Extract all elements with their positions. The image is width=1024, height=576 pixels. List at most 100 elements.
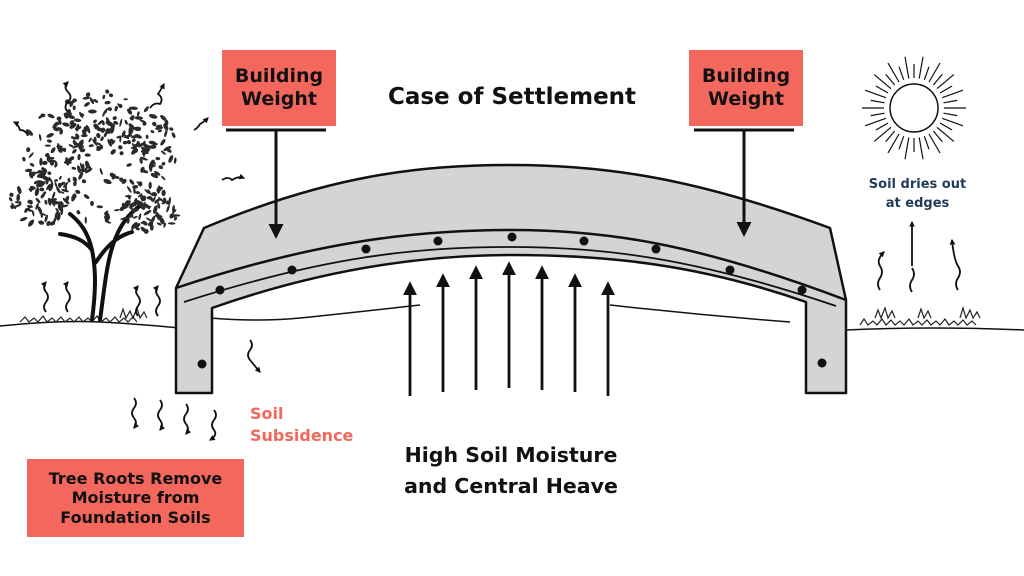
- drying-arrows: [877, 220, 961, 293]
- leaf: [31, 171, 36, 177]
- leaf: [148, 195, 155, 203]
- leaf: [153, 196, 156, 202]
- leaf: [60, 191, 65, 194]
- leaf: [75, 189, 81, 194]
- leaf: [104, 211, 111, 220]
- leaf: [110, 127, 115, 134]
- sun-ray: [936, 74, 955, 90]
- building-weight-box-right: Building Weight: [689, 50, 803, 126]
- leaf: [13, 203, 22, 208]
- leaf: [160, 115, 167, 121]
- leaf: [59, 175, 62, 180]
- sun-ray: [864, 89, 887, 99]
- leaf: [64, 114, 69, 119]
- leaf: [119, 151, 124, 156]
- leaf: [47, 197, 52, 206]
- leaf: [121, 202, 125, 208]
- leaf: [119, 135, 122, 143]
- leaf: [68, 144, 74, 148]
- leaf: [169, 213, 174, 219]
- leaf: [114, 176, 120, 179]
- leaf: [160, 139, 166, 146]
- tree-roots-label: Tree Roots Remove Moisture from Foundati…: [48, 469, 223, 527]
- leaf: [142, 220, 148, 226]
- leaf: [109, 172, 115, 178]
- leaf: [126, 186, 132, 193]
- leaf: [59, 128, 64, 135]
- leaf: [80, 134, 88, 138]
- sun-ray: [904, 56, 910, 79]
- leaf: [157, 129, 163, 133]
- up-arrow-icon: [403, 261, 615, 396]
- leaf: [164, 119, 169, 126]
- leaf: [44, 214, 48, 223]
- leaf: [39, 171, 47, 179]
- leaf: [160, 150, 166, 155]
- leaf: [119, 206, 125, 212]
- leaf: [133, 187, 136, 194]
- leaf: [157, 196, 165, 203]
- leaf: [99, 168, 103, 175]
- leaf: [44, 199, 48, 205]
- leaf: [138, 213, 142, 221]
- leaf: [35, 202, 39, 210]
- leaf: [100, 144, 103, 150]
- leaf: [136, 111, 140, 117]
- leaf: [128, 126, 133, 135]
- leaf: [127, 108, 133, 115]
- leaf: [42, 191, 47, 196]
- leaf: [126, 140, 132, 145]
- leaf: [121, 130, 126, 138]
- leaf: [163, 222, 167, 228]
- sun-ray: [928, 62, 941, 83]
- leaf: [61, 188, 69, 193]
- leaf: [106, 128, 113, 132]
- leaf: [149, 164, 156, 168]
- leaf: [26, 147, 31, 153]
- leaf: [55, 201, 63, 205]
- sun-ray: [887, 133, 900, 154]
- leaf: [48, 182, 54, 192]
- leaf: [120, 216, 129, 220]
- leaf: [14, 201, 20, 204]
- leaf: [173, 217, 178, 221]
- leaf: [81, 179, 87, 184]
- leaf: [56, 116, 62, 121]
- leaf: [161, 201, 167, 205]
- leaf: [47, 113, 55, 119]
- leaf: [152, 121, 157, 127]
- leaf: [161, 189, 166, 197]
- leaf: [171, 209, 177, 215]
- leaf: [119, 118, 123, 127]
- leaf: [140, 166, 145, 173]
- leaf: [46, 158, 52, 163]
- sun-ray: [943, 99, 958, 104]
- sun-ray: [875, 85, 889, 94]
- leaf: [16, 193, 21, 202]
- leaf: [56, 186, 61, 194]
- leaf: [52, 121, 59, 129]
- leaf: [149, 159, 155, 167]
- leaf: [131, 223, 137, 231]
- leaf: [142, 121, 147, 126]
- leaf: [158, 165, 164, 170]
- leaf: [17, 186, 22, 195]
- leaf: [83, 194, 90, 200]
- leaf: [129, 117, 134, 121]
- leaf: [77, 153, 81, 161]
- tree-roots-box: Tree Roots Remove Moisture from Foundati…: [27, 459, 244, 537]
- sun-ray: [923, 135, 930, 150]
- leaf: [80, 168, 86, 173]
- leaf: [100, 127, 106, 133]
- leaf: [168, 196, 171, 206]
- leaf: [75, 143, 82, 148]
- leaf: [150, 215, 156, 224]
- sun-ray: [870, 112, 885, 117]
- leaf: [111, 140, 116, 145]
- leaf: [73, 142, 78, 146]
- leaf: [127, 194, 131, 200]
- leaf: [123, 98, 128, 101]
- leaf: [171, 214, 181, 217]
- subsidence-label: Soil Subsidence: [250, 404, 354, 446]
